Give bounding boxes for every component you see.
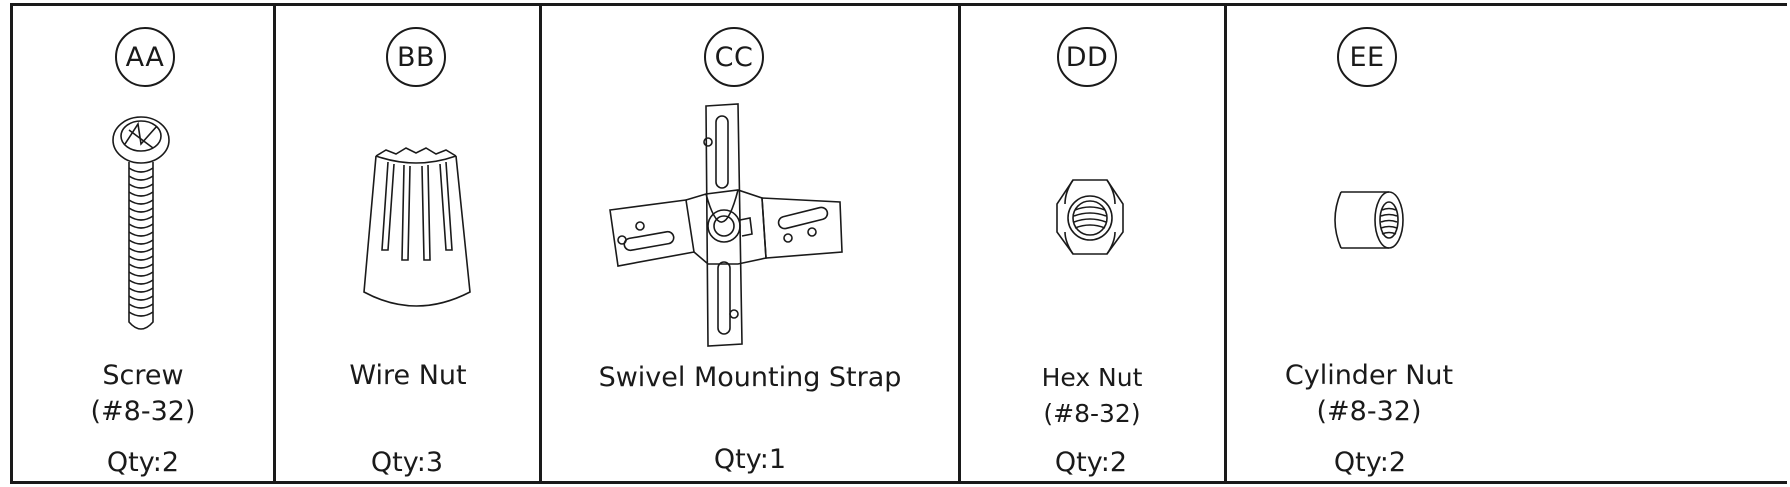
- part-cell-bb: BB Wire Nut Qty:3: [276, 6, 539, 481]
- part-code-badge: EE: [1337, 27, 1397, 87]
- part-quantity: Qty:3: [370, 447, 444, 478]
- part-spec: (#8-32): [90, 396, 196, 427]
- part-code-badge: BB: [386, 27, 446, 87]
- part-name: Wire Nut: [349, 360, 467, 391]
- column-divider: [539, 6, 542, 481]
- part-quantity: Qty:2: [1333, 447, 1407, 478]
- part-name: Cylinder Nut: [1284, 360, 1454, 391]
- parts-table: AA Screw (#8-32) Qty:2 BB: [10, 3, 1787, 484]
- part-quantity: Qty:1: [713, 444, 787, 475]
- column-divider: [958, 6, 961, 481]
- part-name: Swivel Mounting Strap: [598, 362, 902, 393]
- part-name: Hex Nut: [1041, 363, 1143, 392]
- hex-nut-icon: [1055, 176, 1125, 258]
- part-cell-dd: DD Hex Nut (#8-32) Qty:2: [961, 6, 1224, 481]
- mounting-strap-icon: [602, 102, 852, 348]
- part-code-badge: DD: [1057, 27, 1117, 87]
- part-code-badge: AA: [115, 27, 175, 87]
- part-spec: (#8-32): [1043, 399, 1141, 428]
- part-code-badge: CC: [704, 27, 764, 87]
- wire-nut-icon: [362, 142, 474, 318]
- part-quantity: Qty:2: [106, 447, 180, 478]
- part-name: Screw: [102, 360, 184, 391]
- column-divider: [1224, 6, 1227, 481]
- screw-icon: [111, 114, 171, 334]
- part-cell-aa: AA Screw (#8-32) Qty:2: [13, 6, 273, 481]
- cylinder-nut-icon: [1329, 186, 1407, 254]
- part-quantity: Qty:2: [1054, 447, 1128, 478]
- part-cell-ee: EE Cylinder Nut (#8-32) Qty:2: [1227, 6, 1787, 481]
- column-divider: [273, 6, 276, 481]
- part-cell-cc: CC Swivel Mounting Strap: [542, 6, 958, 481]
- part-spec: (#8-32): [1316, 396, 1422, 427]
